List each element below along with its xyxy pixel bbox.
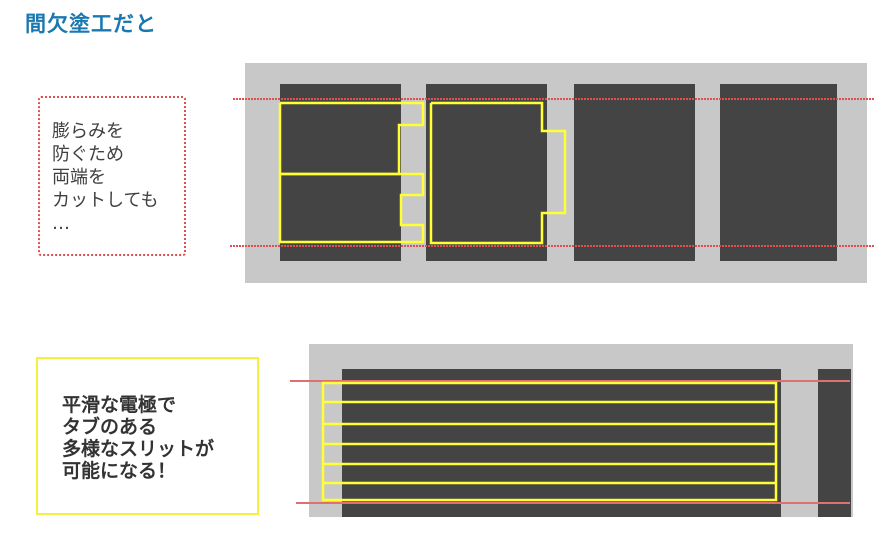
continuous-coating-panel bbox=[290, 344, 853, 517]
cut-outline bbox=[278, 172, 425, 244]
electrode-patch bbox=[720, 84, 837, 261]
note-box-top bbox=[38, 96, 186, 256]
electrode-patch bbox=[574, 84, 695, 261]
page-title: 間欠塗工だと bbox=[25, 12, 157, 36]
electrode-patch bbox=[280, 84, 401, 261]
intermittent-coating-panel bbox=[230, 63, 875, 283]
electrode-patch bbox=[426, 84, 547, 261]
cut-outline bbox=[429, 101, 567, 245]
electrode-coating bbox=[818, 369, 851, 517]
slit-outline bbox=[321, 381, 778, 502]
note-box-bottom bbox=[36, 357, 259, 515]
note-text-bottom: 平滑な電極で タブのある 多様なスリットが 可能になる！ bbox=[62, 394, 215, 482]
note-text-top: 膨らみを 防ぐため 両端を カットしても … bbox=[52, 121, 159, 234]
